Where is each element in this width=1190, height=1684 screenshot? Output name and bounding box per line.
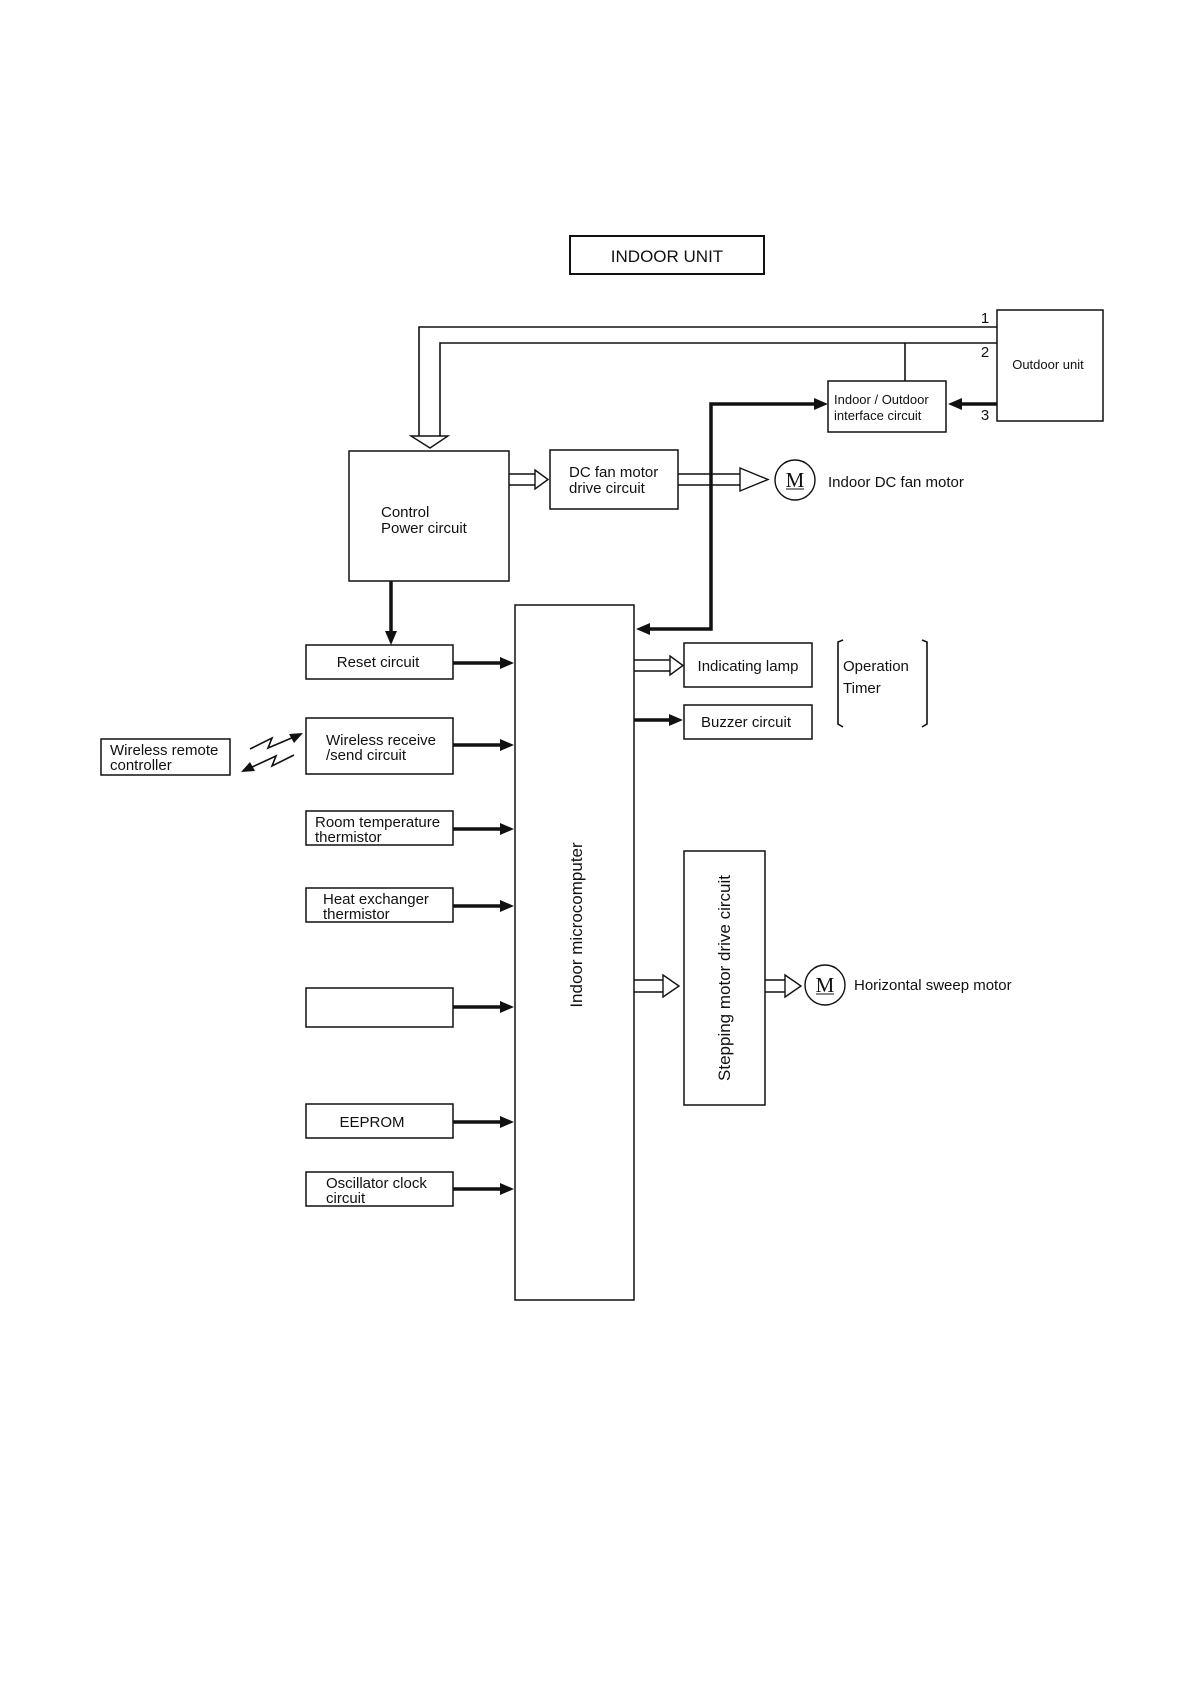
power-to-fan-drive-arrow — [509, 468, 550, 491]
terminal-3-label: 3 — [981, 407, 989, 424]
reset-to-micro-arrow — [453, 657, 514, 669]
dc-fan-drive-line1: DC fan motor — [569, 464, 658, 481]
control-power-circuit-box: Control Power circuit — [348, 450, 510, 582]
sweep-motor-glyph: M — [816, 973, 835, 997]
interface-micro-bus — [636, 398, 828, 635]
blank-input-box — [305, 987, 454, 1028]
power-supply-lines — [408, 326, 997, 449]
dc-fan-drive-line2: drive circuit — [569, 480, 646, 497]
wireless-remote-line2: controller — [110, 757, 172, 774]
stepping-motor-drive-box: Stepping motor drive circuit — [683, 850, 766, 1106]
room-thermistor-line2: thermistor — [315, 829, 382, 846]
reset-circuit-box: Reset circuit — [305, 644, 454, 680]
interface-circuit-box: Indoor / Outdoor interface circuit — [827, 380, 947, 433]
indoor-fan-motor-label: Indoor DC fan motor — [828, 474, 964, 491]
oscillator-line1: Oscillator clock — [326, 1175, 427, 1192]
eeprom-box: EEPROM — [305, 1103, 454, 1139]
indicating-lamp-label: Indicating lamp — [698, 658, 799, 675]
oscillator-line2: circuit — [326, 1190, 366, 1207]
room-thermistor-line1: Room temperature — [315, 814, 440, 831]
wireless-remote-box: Wireless remote controller — [100, 738, 231, 776]
microcomputer-label: Indoor microcomputer — [567, 842, 586, 1008]
micro-to-buzzer-arrow — [634, 714, 683, 726]
micro-to-stepping-arrow — [634, 973, 681, 999]
blank-input-arrow — [453, 1001, 514, 1013]
wireless-to-micro-arrow — [453, 739, 514, 751]
fan-drive-to-motor-arrow — [678, 466, 770, 493]
power-to-reset-arrow — [385, 581, 397, 645]
diagram-title: INDOOR UNIT — [611, 247, 723, 266]
dc-fan-drive-box: DC fan motor drive circuit — [549, 449, 679, 510]
buzzer-circuit-label: Buzzer circuit — [701, 714, 792, 731]
oscillator-arrow — [453, 1183, 514, 1195]
wireless-circuit-line1: Wireless receive — [326, 732, 436, 749]
room-thermistor-box: Room temperature thermistor — [305, 810, 454, 846]
interface-line1: Indoor / Outdoor — [834, 392, 929, 407]
eeprom-label: EEPROM — [339, 1114, 404, 1131]
outdoor-unit-label: Outdoor unit — [1012, 357, 1084, 372]
control-power-line1: Control — [381, 504, 429, 521]
title-box: INDOOR UNIT — [569, 235, 765, 275]
oscillator-box: Oscillator clock circuit — [305, 1171, 454, 1207]
stepping-to-sweep-arrow — [765, 973, 803, 999]
sweep-motor-label: Horizontal sweep motor — [854, 977, 1012, 994]
heat-exchanger-box: Heat exchanger thermistor — [305, 887, 454, 923]
micro-to-lamp-arrow — [634, 654, 685, 677]
reset-circuit-label: Reset circuit — [337, 654, 420, 671]
heat-exchanger-line1: Heat exchanger — [323, 891, 429, 908]
outdoor-unit-box: Outdoor unit — [996, 309, 1104, 422]
room-thermistor-arrow — [453, 823, 514, 835]
terminal-1-label: 1 — [981, 310, 989, 327]
indoor-fan-motor-icon: M — [774, 459, 816, 501]
wireless-remote-line1: Wireless remote — [110, 742, 218, 759]
indicating-lamp-box: Indicating lamp — [683, 642, 813, 688]
stepping-motor-label: Stepping motor drive circuit — [715, 875, 734, 1081]
interface-line2: interface circuit — [834, 408, 922, 423]
control-power-line2: Power circuit — [381, 520, 468, 537]
wireless-circuit-box: Wireless receive /send circuit — [305, 717, 454, 775]
buzzer-circuit-box: Buzzer circuit — [683, 704, 813, 740]
heat-exchanger-line2: thermistor — [323, 906, 390, 923]
lamp-group-line2: Timer — [843, 680, 881, 697]
lamp-group-line1: Operation — [843, 658, 909, 675]
wireless-circuit-line2: /send circuit — [326, 747, 407, 764]
microcomputer-box: Indoor microcomputer — [514, 604, 635, 1301]
heat-exchanger-arrow — [453, 900, 514, 912]
line-3-arrow — [948, 398, 997, 410]
sweep-motor-icon: M — [804, 964, 846, 1006]
lamp-group-bracket: Operation Timer — [837, 639, 928, 728]
motor-glyph: M — [786, 468, 805, 492]
terminal-2-label: 2 — [981, 344, 989, 361]
infrared-signal-icon — [241, 733, 303, 772]
eeprom-arrow — [453, 1116, 514, 1128]
